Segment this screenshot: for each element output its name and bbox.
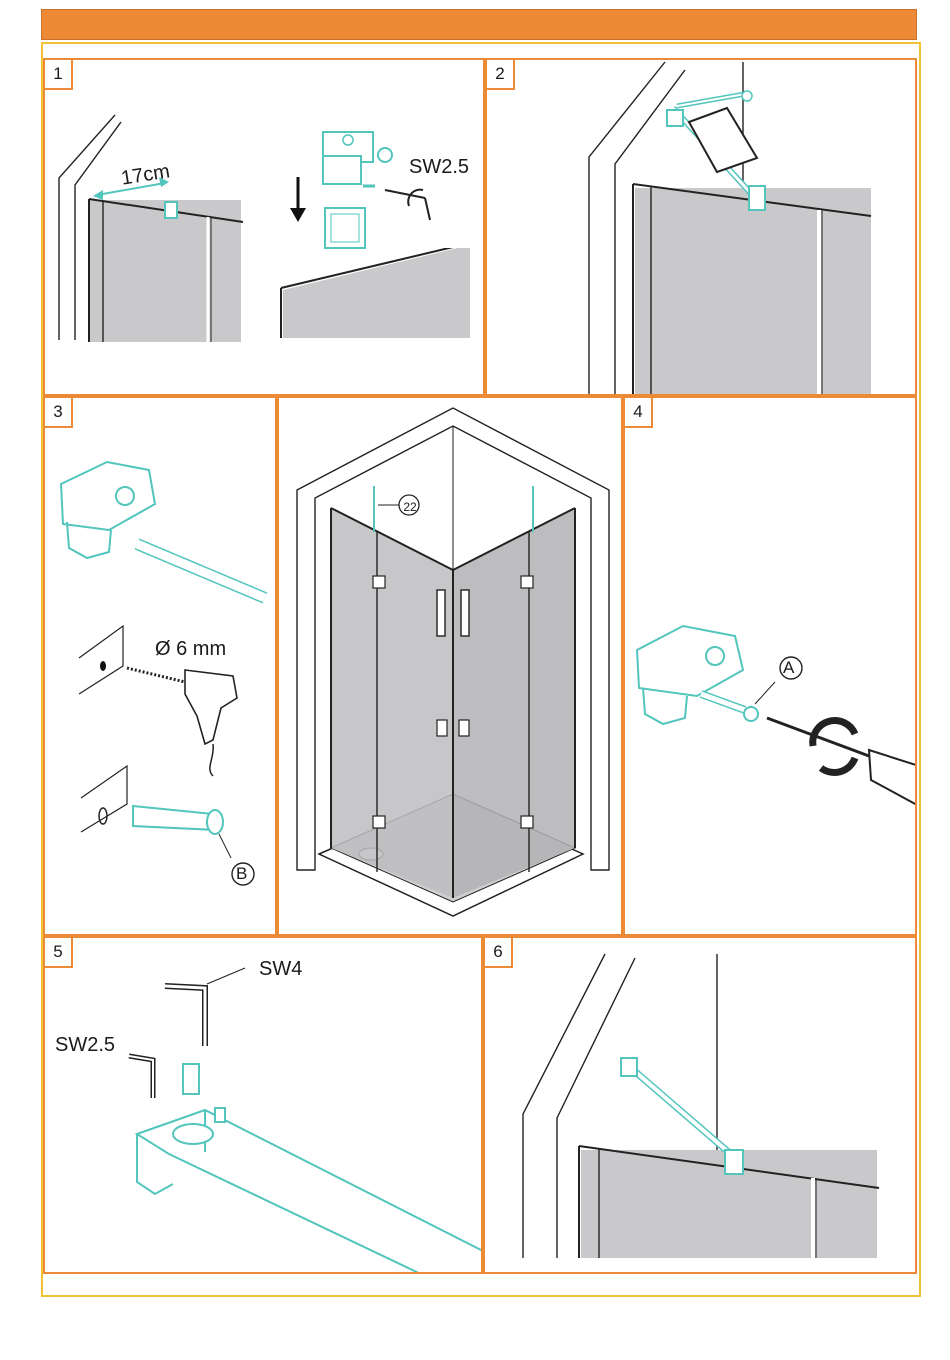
step-5-panel: 5 SW4 SW2.5 (43, 936, 483, 1274)
header-bar (41, 9, 917, 40)
step-5-illustration (45, 938, 483, 1274)
step-3-illustration (45, 398, 277, 936)
step-4-illustration (625, 398, 917, 936)
part-label: 22 (400, 496, 420, 518)
hex-key-large-label: SW4 (259, 958, 302, 980)
part-label: A (783, 657, 794, 679)
step-number: 5 (45, 938, 73, 968)
step-2-panel: 2 (485, 58, 917, 396)
step-6-illustration (485, 938, 917, 1274)
step-1-panel: 1 17cm SW2.5 (43, 58, 485, 396)
step-1-illustration (45, 60, 485, 396)
step-number: 2 (487, 60, 515, 90)
hex-key-size-label: SW2.5 (409, 156, 469, 178)
step-6-panel: 6 (483, 936, 917, 1274)
step-number: 6 (485, 938, 513, 968)
step-number: 1 (45, 60, 73, 90)
step-3-panel: 3 Ø 6 mm B (43, 396, 277, 936)
step-2-illustration (487, 60, 917, 396)
step-4-panel: 4 A (623, 396, 917, 936)
drill-diameter-label: Ø 6 mm (155, 638, 226, 660)
step-number: 4 (625, 398, 653, 428)
part-label: B (236, 863, 247, 885)
overview-panel: 22 (277, 396, 623, 936)
hex-key-small-label: SW2.5 (55, 1034, 115, 1056)
step-number: 3 (45, 398, 73, 428)
shower-enclosure-illustration (279, 398, 623, 936)
